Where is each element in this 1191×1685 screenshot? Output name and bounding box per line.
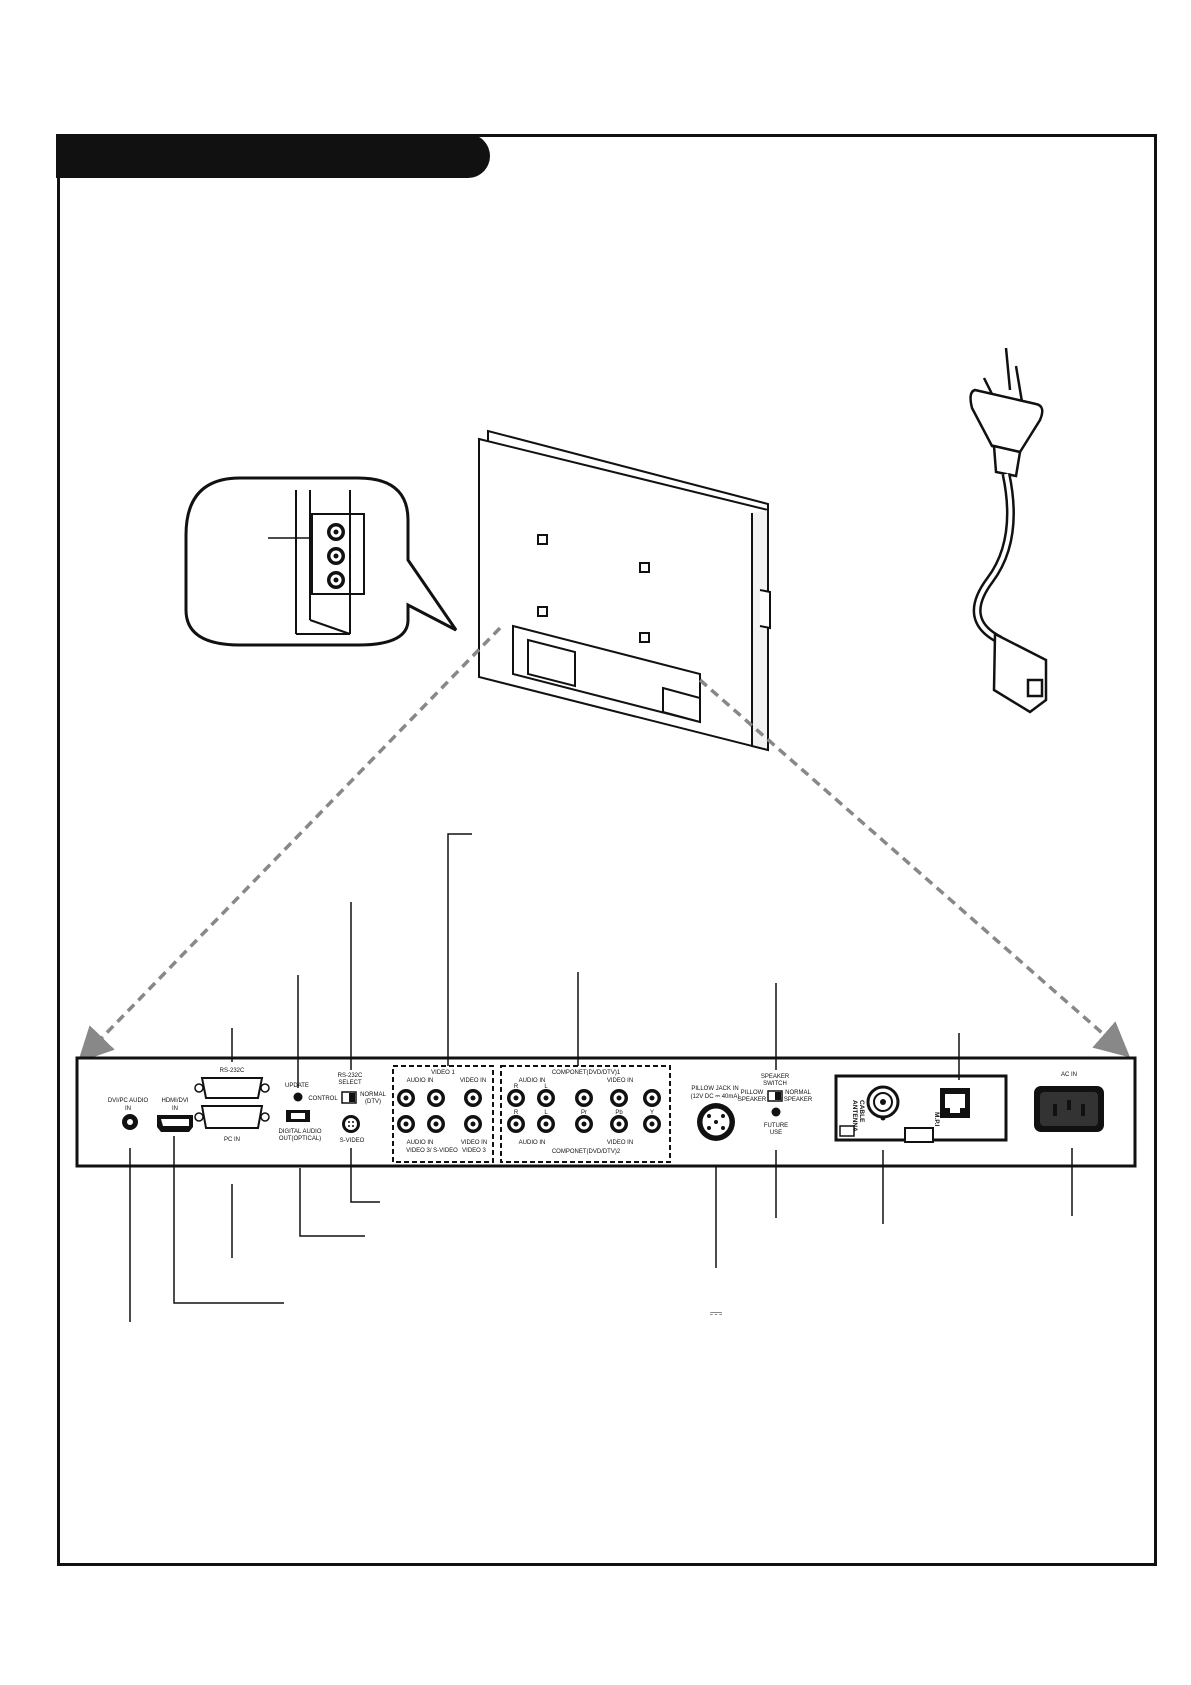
svg-text:PC IN: PC IN <box>224 1137 240 1143</box>
section-title-tab <box>56 134 490 178</box>
svg-text:NORMAL: NORMAL <box>360 1092 386 1098</box>
svg-text:Pb: Pb <box>615 1110 623 1116</box>
future-use-jack: FUTURE USE <box>764 1107 788 1136</box>
svg-text:COMPONET(DVD/DTV)1: COMPONET(DVD/DTV)1 <box>552 1070 621 1076</box>
s-video-jack[interactable]: S-VIDEO <box>340 1115 365 1144</box>
svg-text:PILLOW JACK IN: PILLOW JACK IN <box>691 1086 738 1092</box>
svg-text:Y: Y <box>650 1110 654 1116</box>
antenna-cable-connector[interactable] <box>866 1085 900 1121</box>
digital-audio-optical-out-jack[interactable]: DIGITAL AUDIO OUT(OPTICAL) <box>278 1110 322 1142</box>
video1-video3-jacks[interactable]: VIDEO 1 AUDIO IN VIDEO IN AUDIO IN VIDEO… <box>392 1065 494 1163</box>
svg-text:AUDIO IN: AUDIO IN <box>519 1078 546 1084</box>
pc-in-port[interactable]: PC IN <box>194 1105 270 1143</box>
rs232c-port[interactable]: RS-232C <box>194 1068 270 1099</box>
svg-text:NORMAL: NORMAL <box>785 1090 811 1096</box>
svg-text:CABLE: CABLE <box>858 1100 865 1123</box>
svg-text:L: L <box>544 1110 548 1116</box>
svg-text:PILLOW: PILLOW <box>741 1090 764 1096</box>
svg-text:AUDIO IN: AUDIO IN <box>407 1078 434 1084</box>
svg-text:ANTENNA: ANTENNA <box>851 1100 858 1132</box>
svg-text:FUTURE: FUTURE <box>764 1123 788 1129</box>
svg-text:VIDEO 3: VIDEO 3 <box>462 1148 486 1154</box>
svg-text:VIDEO IN: VIDEO IN <box>607 1078 633 1084</box>
svg-text:L: L <box>544 1084 548 1090</box>
jack-panel: DVI/PC AUDIO IN HDMI/DVI IN RS-232C PC I… <box>75 1056 1137 1168</box>
svg-text:R: R <box>514 1110 519 1116</box>
svg-text:COMPONET(DVD/DTV)2: COMPONET(DVD/DTV)2 <box>552 1149 621 1155</box>
speaker-switch[interactable]: SPEAKER SWITCH PILLOW SPEAKER NORMAL SPE… <box>738 1074 813 1103</box>
svg-text:UPDATE: UPDATE <box>285 1083 309 1089</box>
update-jack[interactable]: UPDATE <box>285 1083 309 1102</box>
dvi-pc-audio-in-jack[interactable]: DVI/PC AUDIO IN <box>108 1098 149 1130</box>
power-cord-illustration <box>969 347 1048 714</box>
svg-text:SPEAKER: SPEAKER <box>784 1097 813 1103</box>
svg-text:IN: IN <box>125 1106 131 1112</box>
svg-text:Pr: Pr <box>581 1110 587 1116</box>
svg-text:RS-232C: RS-232C <box>338 1073 363 1079</box>
svg-text:(12V DC ⎓ 40mA): (12V DC ⎓ 40mA) <box>691 1094 740 1100</box>
page-frame <box>57 134 1157 1566</box>
svg-text:VIDEO IN: VIDEO IN <box>460 1078 486 1084</box>
svg-text:R: R <box>514 1084 519 1090</box>
callout-leader-lines <box>129 833 1073 1322</box>
svg-text:USE: USE <box>770 1130 782 1136</box>
dc-symbol-annotation: ⎓ <box>710 1303 723 1322</box>
svg-text:M.P.I: M.P.I <box>933 1112 940 1127</box>
svg-text:AUDIO IN: AUDIO IN <box>519 1140 546 1146</box>
svg-text:DVI/PC AUDIO: DVI/PC AUDIO <box>108 1098 149 1104</box>
mpi-port[interactable] <box>940 1088 970 1118</box>
svg-text:(DTV): (DTV) <box>365 1099 381 1105</box>
component-jacks[interactable]: COMPONET(DVD/DTV)1 AUDIO IN VIDEO IN R L… <box>500 1065 671 1163</box>
svg-text:VIDEO IN: VIDEO IN <box>607 1140 633 1146</box>
svg-text:IN: IN <box>172 1106 178 1112</box>
svg-text:VIDEO 3/ S-VIDEO: VIDEO 3/ S-VIDEO <box>406 1148 458 1154</box>
svg-text:SWITCH: SWITCH <box>763 1081 787 1087</box>
antenna-mpi-box: ANTENNA CABLE M.P.I <box>834 1074 1008 1143</box>
pillow-jack-in[interactable]: PILLOW JACK IN (12V DC ⎓ 40mA) <box>691 1086 740 1141</box>
svg-text:RS-232C: RS-232C <box>220 1068 245 1074</box>
svg-text:VIDEO IN: VIDEO IN <box>461 1140 487 1146</box>
ac-in-socket[interactable]: AC IN <box>1034 1072 1104 1132</box>
svg-text:AC IN: AC IN <box>1061 1072 1077 1078</box>
svg-text:SPEAKER: SPEAKER <box>738 1097 767 1103</box>
zoom-arrows <box>77 626 1131 1063</box>
tv-back-illustration <box>478 429 771 752</box>
svg-text:CONTROL: CONTROL <box>308 1096 338 1102</box>
rs232c-select-switch[interactable]: RS-232C SELECT CONTROL NORMAL (DTV) <box>308 1073 386 1105</box>
svg-text:HDMI/DVI: HDMI/DVI <box>162 1098 189 1104</box>
svg-text:S-VIDEO: S-VIDEO <box>340 1138 365 1144</box>
svg-text:VIDEO 1: VIDEO 1 <box>431 1070 455 1076</box>
svg-text:AUDIO IN: AUDIO IN <box>407 1140 434 1146</box>
svg-text:SELECT: SELECT <box>338 1080 362 1086</box>
svg-text:DIGITAL AUDIO: DIGITAL AUDIO <box>278 1129 321 1135</box>
svg-text:OUT(OPTICAL): OUT(OPTICAL) <box>279 1136 321 1142</box>
hdmi-dvi-in-jack[interactable]: HDMI/DVI IN <box>157 1098 193 1132</box>
side-jack-zoom-bubble <box>184 476 458 647</box>
svg-text:SPEAKER: SPEAKER <box>761 1074 790 1080</box>
